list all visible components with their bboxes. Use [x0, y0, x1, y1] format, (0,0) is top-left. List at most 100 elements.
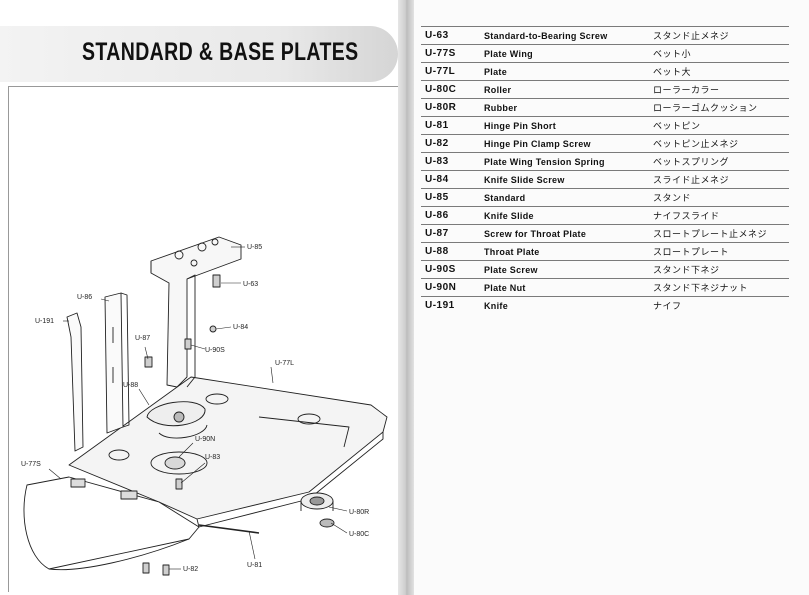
part-code: U-77L: [421, 62, 480, 81]
label-u191: U-191: [35, 318, 54, 325]
part-name-jp: スタンド下ネジナット: [649, 278, 789, 297]
part-code: U-63: [421, 26, 480, 45]
part-code: U-88: [421, 242, 480, 261]
part-code: U-90N: [421, 278, 480, 297]
part-code: U-87: [421, 224, 480, 243]
plate-nut-part: [164, 456, 186, 470]
part-name: Plate Screw: [480, 260, 649, 279]
part-name-jp: スライド止メネジ: [649, 170, 789, 189]
part-name-jp: ベットスプリング: [649, 152, 789, 171]
part-name-jp: ベット大: [649, 62, 789, 81]
part-name-jp: スロートプレート止メネジ: [649, 224, 789, 243]
part-name: Plate: [480, 62, 649, 81]
book-gutter: [398, 0, 414, 595]
part-name-jp: ナイフスライド: [649, 206, 789, 225]
page-title: STANDARD & BASE PLATES: [82, 38, 359, 66]
part-name-jp: スタンド: [649, 188, 789, 207]
part-name-jp: ベット小: [649, 44, 789, 63]
part-name-jp: ローラーカラー: [649, 80, 789, 99]
part-code: U-84: [421, 170, 480, 189]
label-u90s: U-90S: [205, 347, 225, 354]
title-bar: STANDARD & BASE PLATES: [0, 26, 398, 82]
part-name: Hinge Pin Clamp Screw: [480, 134, 649, 153]
label-u87: U-87: [135, 335, 150, 342]
knife-slide-part: [104, 292, 130, 434]
hinge-pin-part: [198, 524, 260, 534]
part-name: Standard-to-Bearing Screw: [480, 26, 649, 45]
label-u81: U-81: [247, 562, 262, 569]
part-name-jp: ナイフ: [653, 301, 682, 311]
standard-part: [150, 236, 242, 388]
label-u86: U-86: [77, 294, 92, 301]
part-code: U-80R: [421, 98, 480, 117]
base-plate-part: [68, 376, 388, 528]
knife-part: [66, 312, 84, 452]
roller-part: [300, 492, 335, 528]
exploded-diagram: U-85 U-63 U-84 U-90S U-86 U-191 U-87 U-7…: [8, 86, 399, 592]
part-name: Screw for Throat Plate: [480, 224, 649, 243]
part-name: Standard: [480, 188, 649, 207]
part-name: Rubber: [480, 98, 649, 117]
part-name: Roller: [480, 80, 649, 99]
table-row: U-191 Knife ナイフ: [421, 297, 789, 315]
label-u85: U-85: [247, 244, 262, 251]
part-code: U-83: [421, 152, 480, 171]
part-code: U-85: [421, 188, 480, 207]
leader-lines: [48, 246, 348, 570]
part-name: Knife Slide Screw: [480, 170, 649, 189]
part-name-jp: スタンド下ネジ: [649, 260, 789, 279]
label-u88: U-88: [123, 382, 138, 389]
exploded-diagram-drawing: U-85 U-63 U-84 U-90S U-86 U-191 U-87 U-7…: [21, 236, 388, 576]
part-code: U-82: [421, 134, 480, 153]
part-code: U-86: [421, 206, 480, 225]
throat-plate-part: [146, 401, 208, 439]
part-code: U-90S: [421, 260, 480, 279]
part-name-jp: スタンド止メネジ: [649, 26, 789, 45]
label-u83: U-83: [205, 454, 220, 461]
label-u80c: U-80C: [349, 531, 369, 538]
part-name-jp: ベットピン止メネジ: [649, 134, 789, 153]
part-name: Plate Wing Tension Spring: [480, 152, 649, 171]
part-code: U-80C: [421, 80, 480, 99]
plate-wing-part: [23, 476, 200, 571]
part-name: Throat Plate: [480, 242, 649, 261]
part-name-jp: ベットピン: [649, 116, 789, 135]
part-name: Plate Nut: [480, 278, 649, 297]
part-code: U-77S: [421, 44, 480, 63]
label-u77s: U-77S: [21, 461, 41, 468]
part-name: Hinge Pin Short: [480, 116, 649, 135]
part-code: U-81: [421, 116, 480, 135]
label-u63: U-63: [243, 281, 258, 288]
label-u80r: U-80R: [349, 509, 369, 516]
label-u82: U-82: [183, 566, 198, 573]
part-name: Plate Wing: [480, 44, 649, 63]
part-name-jp: ローラーゴムクッション: [649, 98, 789, 117]
part-code: U-191: [425, 300, 455, 311]
label-u84: U-84: [233, 324, 248, 331]
screws: [142, 274, 221, 576]
part-name-jp: スロートプレート: [649, 242, 789, 261]
label-u90n: U-90N: [195, 436, 215, 443]
part-name: Knife: [484, 300, 508, 311]
label-u77l: U-77L: [275, 360, 294, 367]
left-page: STANDARD & BASE PLATES: [0, 26, 399, 592]
part-name: Knife Slide: [480, 206, 649, 225]
